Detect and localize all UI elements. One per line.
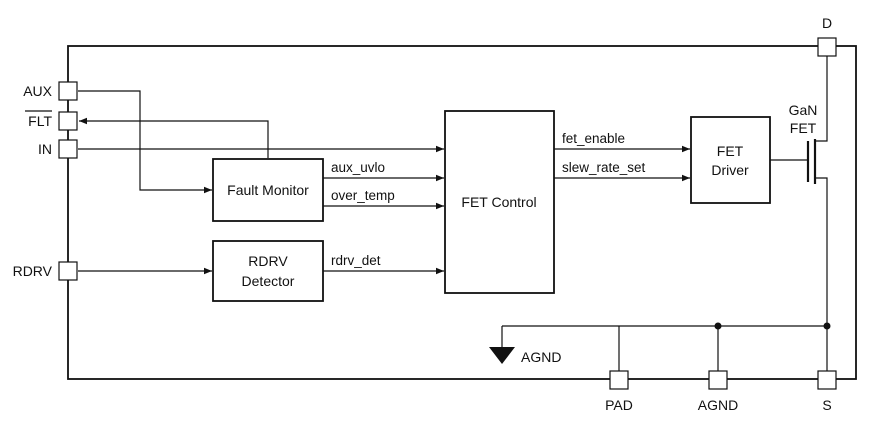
pin-s-label: S — [822, 397, 831, 413]
pin-aux-label: AUX — [23, 83, 52, 99]
pin-s — [817, 370, 837, 390]
pin-in-label: IN — [38, 141, 52, 157]
fet-driver-block — [690, 116, 771, 204]
pin-rdrv — [58, 261, 78, 281]
rdrv-detector-label-1: RDRV — [248, 253, 288, 269]
gan-fet-symbol — [806, 56, 828, 326]
signal-slew-rate-set-label: slew_rate_set — [562, 160, 646, 175]
ground-label: AGND — [521, 349, 561, 365]
pin-d — [817, 37, 837, 57]
pin-rdrv-label: RDRV — [13, 263, 53, 279]
ground-icon — [489, 347, 515, 364]
fet-control-block — [444, 110, 555, 294]
pin-flt — [58, 111, 78, 131]
gan-fet-label-1: GaN — [789, 102, 818, 118]
fet-driver-label-1: FET — [717, 143, 744, 159]
rdrv-detector-label-2: Detector — [242, 273, 295, 289]
signal-fet-enable-label: fet_enable — [562, 131, 625, 146]
pin-agnd — [708, 370, 728, 390]
signal-over-temp-label: over_temp — [331, 188, 395, 203]
fet-driver-label-2: Driver — [711, 162, 749, 178]
junction-dot-s — [823, 322, 831, 330]
device-boundary — [67, 45, 857, 380]
junction-dot-agnd — [714, 322, 722, 330]
fault-monitor-block — [212, 158, 324, 222]
gan-fet-label-2: FET — [790, 120, 817, 136]
pin-d-label: D — [822, 15, 832, 31]
wire-aux-to-fault-monitor — [78, 90, 212, 194]
fault-monitor-label: Fault Monitor — [227, 182, 309, 198]
pin-aux — [58, 81, 78, 101]
rdrv-detector-block — [212, 240, 324, 302]
signal-aux-uvlo-label: aux_uvlo — [331, 160, 385, 175]
pin-agnd-label: AGND — [698, 397, 738, 413]
wire-fault-to-flt — [79, 117, 269, 158]
fet-control-label: FET Control — [461, 194, 536, 210]
pin-in — [58, 139, 78, 159]
signal-rdrv-det-label: rdrv_det — [331, 253, 381, 268]
pin-pad-label: PAD — [605, 397, 633, 413]
pin-flt-label: FLT — [28, 113, 52, 129]
pin-pad — [609, 370, 629, 390]
